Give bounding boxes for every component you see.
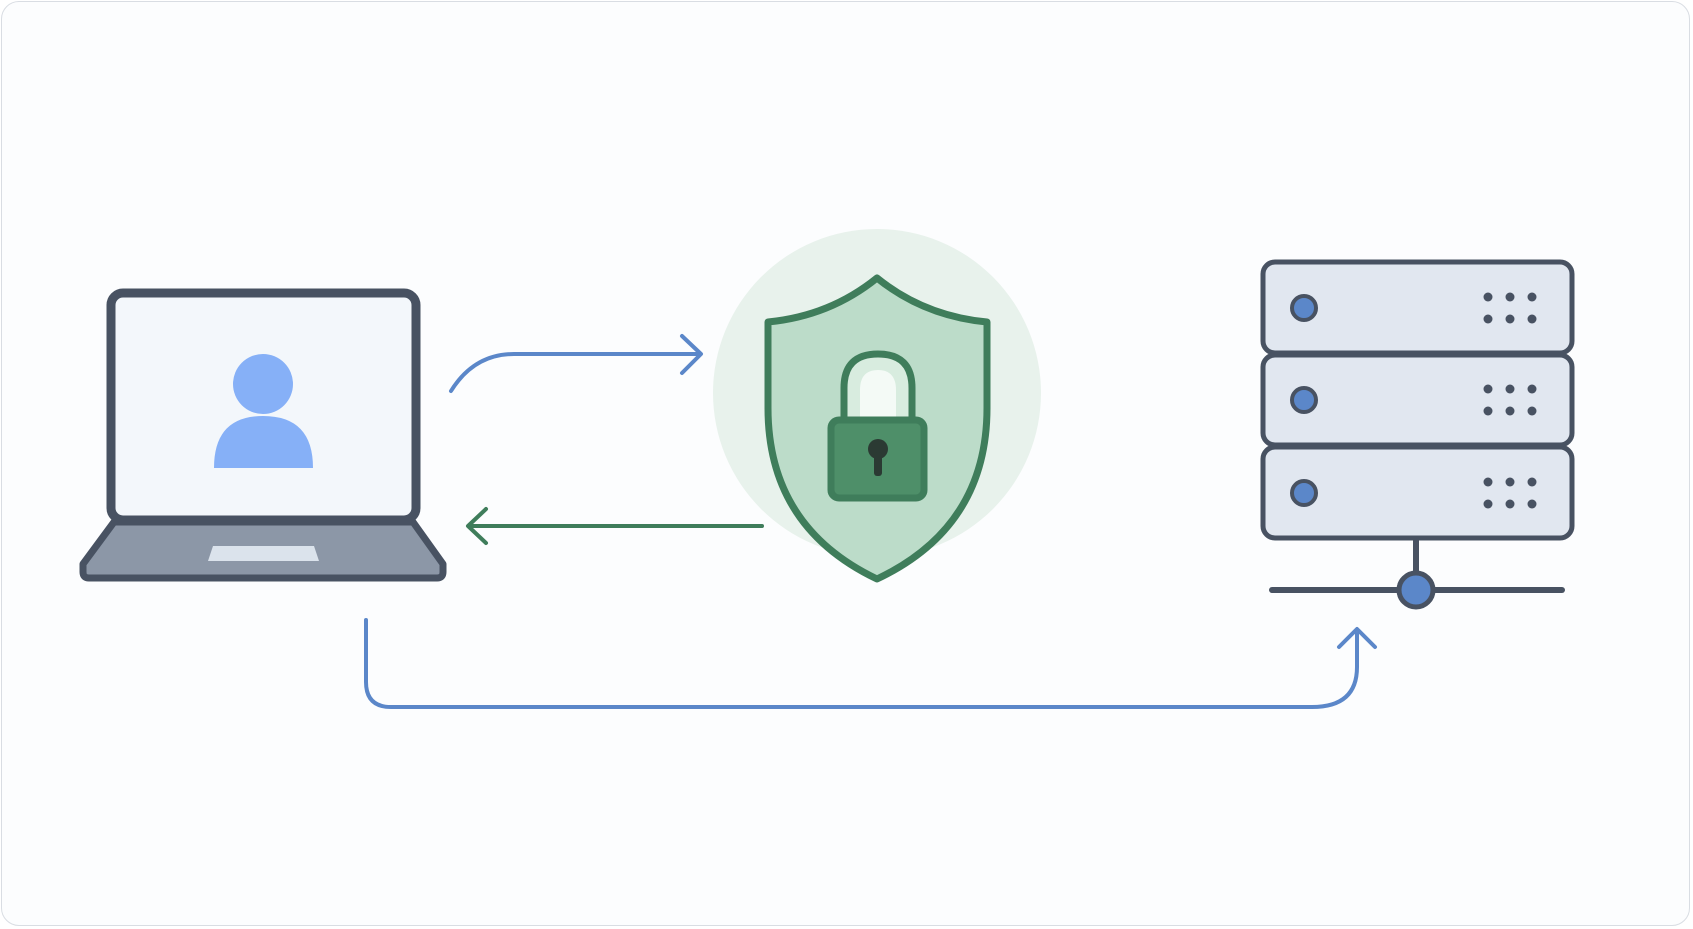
server-unit [1260,352,1575,448]
laptop-trackpad [208,546,319,561]
client-to-security-arrow [449,334,703,393]
security-to-client-arrow [466,507,764,545]
server-unit [1260,444,1575,541]
network-node [1396,570,1436,610]
server-stack-icon [1260,259,1575,610]
server-unit [1260,259,1575,356]
user-icon [214,354,313,468]
client-to-server-arrow [364,618,1377,709]
laptop-user-icon [79,288,447,582]
shield-lock-icon [713,229,1041,583]
lock-icon [827,350,928,502]
